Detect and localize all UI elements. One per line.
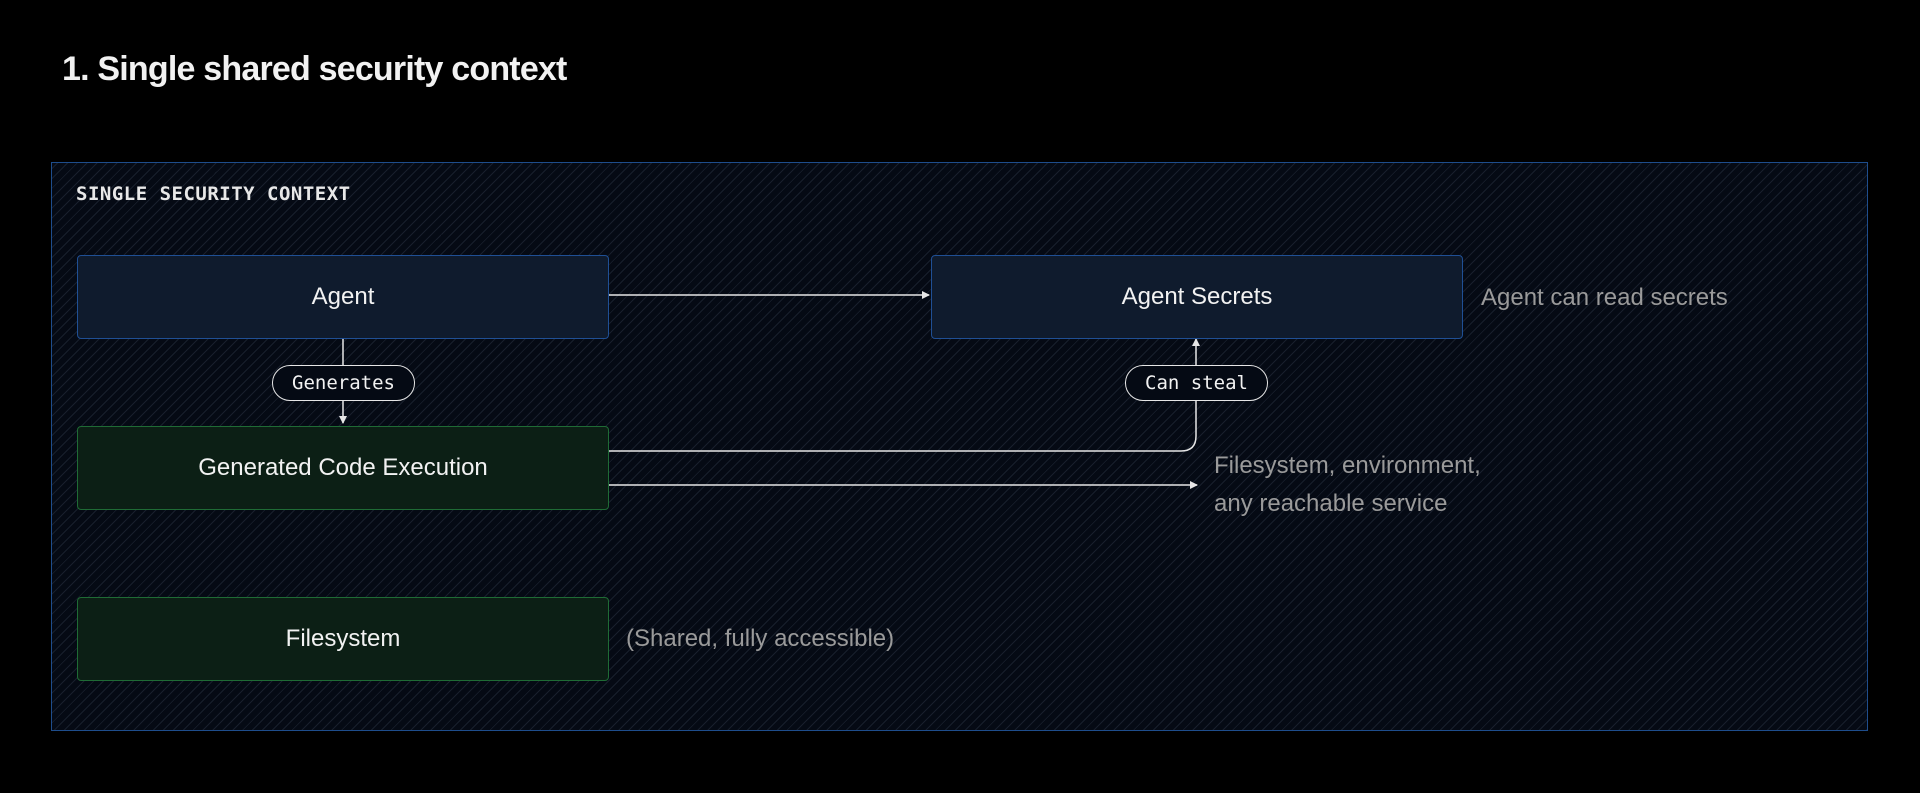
generated-code-node-label: Generated Code Execution <box>198 454 488 481</box>
generates-edge-label: Generates <box>272 365 415 401</box>
read-secrets-annotation: Agent can read secrets <box>1481 284 1728 311</box>
reachable-services-line-2: any reachable service <box>1214 490 1448 517</box>
reachable-services-annotation: Filesystem, environment, any reachable s… <box>1214 447 1481 523</box>
reachable-services-line-1: Filesystem, environment, <box>1214 452 1481 479</box>
shared-filesystem-annotation: (Shared, fully accessible) <box>626 625 895 652</box>
page-title: 1. Single shared security context <box>62 50 567 88</box>
filesystem-node-label: Filesystem <box>285 625 401 652</box>
can-steal-edge-label: Can steal <box>1125 365 1268 401</box>
agent-secrets-node-label: Agent Secrets <box>1121 283 1273 310</box>
generated-code-node: Generated Code Execution <box>77 426 609 510</box>
agent-node: Agent <box>77 255 609 339</box>
security-context-label: SINGLE SECURITY CONTEXT <box>76 183 351 205</box>
agent-secrets-node: Agent Secrets <box>931 255 1463 339</box>
filesystem-node: Filesystem <box>77 597 609 681</box>
agent-node-label: Agent <box>311 283 375 310</box>
